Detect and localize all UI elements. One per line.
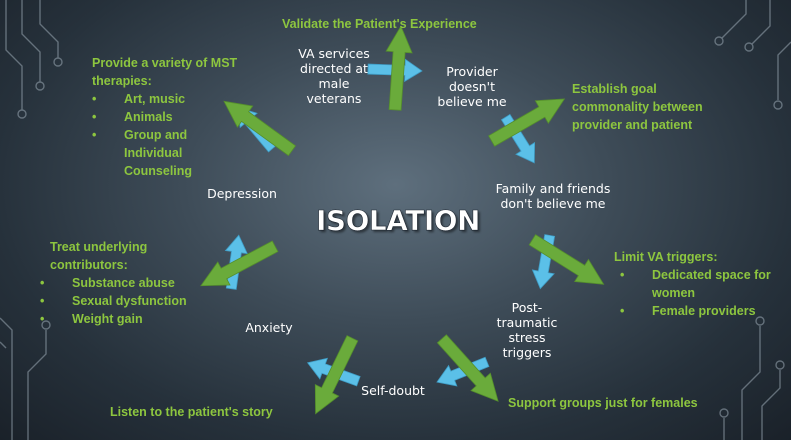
intervention-treat-underlying: Treat underlying contributors: Substance… — [40, 238, 220, 328]
treat-underlying-item: Sexual dysfunction — [34, 292, 220, 310]
intervention-mst-therapies: Provide a variety of MST therapies: Art,… — [92, 54, 272, 180]
treat-underlying-list: Substance abuse Sexual dysfunction Weigh… — [34, 274, 220, 328]
mst-therapies-heading: Provide a variety of MST therapies: — [92, 56, 238, 88]
mst-therapies-item: Art, music — [86, 90, 272, 108]
diagram-title: ISOLATION — [316, 204, 481, 238]
node-depression: Depression — [207, 186, 277, 201]
intervention-limit-triggers: Limit VA triggers: Dedicated space for w… — [614, 248, 784, 320]
treat-underlying-item: Weight gain — [34, 310, 220, 328]
intervention-goal-commonality: Establish goal commonality between provi… — [572, 82, 703, 132]
intervention-listen: Listen to the patient's story — [110, 405, 273, 419]
node-provider-disbelief: Provider doesn't believe me — [437, 64, 507, 109]
limit-triggers-item: Female providers — [614, 302, 784, 320]
node-family-disbelief: Family and friends don't believe me — [495, 181, 611, 211]
limit-triggers-list: Dedicated space for women Female provide… — [614, 266, 784, 320]
node-ptsd-triggers: Post-traumatic stress triggers — [496, 300, 558, 360]
node-anxiety: Anxiety — [245, 320, 293, 335]
limit-triggers-heading: Limit VA triggers: — [614, 250, 718, 264]
node-va-services: VA services directed at male veterans — [298, 46, 370, 106]
intervention-validate: Validate the Patient's Experience — [282, 17, 477, 31]
mst-therapies-item: Group and Individual Counseling — [86, 126, 244, 180]
limit-triggers-item: Dedicated space for women — [614, 266, 784, 302]
mst-therapies-list: Art, music Animals Group and Individual … — [86, 90, 272, 180]
treat-underlying-item: Substance abuse — [34, 274, 220, 292]
treat-underlying-heading: Treat underlying contributors: — [50, 240, 148, 272]
intervention-support-groups: Support groups just for females — [508, 396, 698, 410]
mst-therapies-item: Animals — [86, 108, 272, 126]
intervention-arrow-triggers — [524, 228, 612, 296]
node-self-doubt: Self-doubt — [361, 383, 425, 398]
